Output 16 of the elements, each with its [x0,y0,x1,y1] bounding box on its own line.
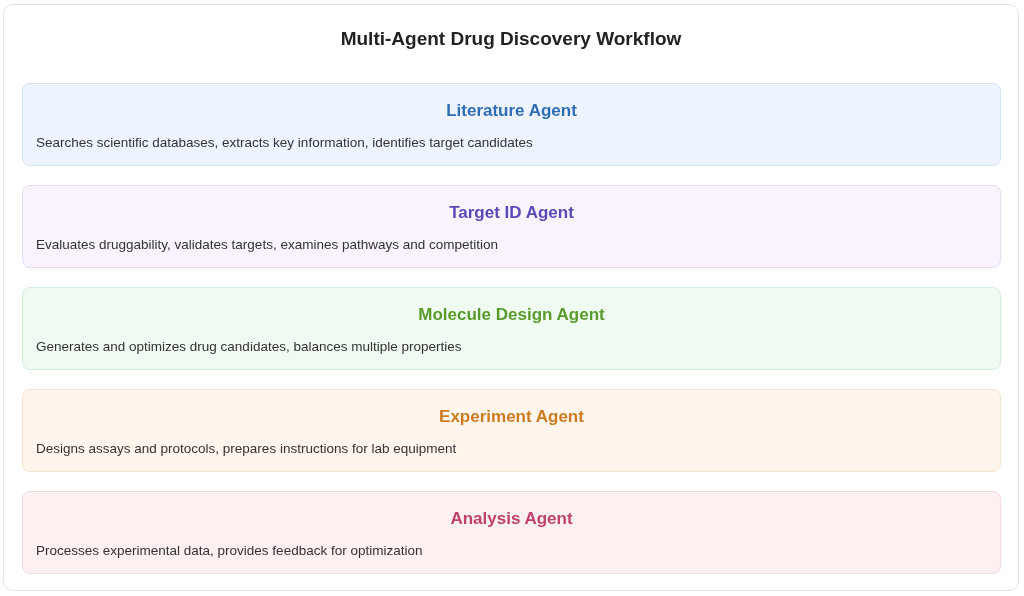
agent-title: Experiment Agent [438,407,585,427]
agent-card [22,389,1001,472]
agent-card [22,287,1001,370]
agent-description: Searches scientific databases, extracts key information, identifies target candidates [36,135,533,150]
agent-card [22,185,1001,268]
agent-title: Analysis Agent [449,509,574,529]
diagram-title: Multi-Agent Drug Discovery Workflow [339,28,683,50]
agent-description: Processes experimental data, provides feedback for optimization [36,543,423,558]
agent-title: Target ID Agent [448,203,575,223]
agent-description: Designs assays and protocols, prepares instructions for lab equipment [36,441,457,456]
agent-card [22,83,1001,166]
agent-title: Molecule Design Agent [417,305,606,325]
agent-description: Generates and optimizes drug candidates, balances multiple properties [36,339,462,354]
agent-title: Literature Agent [445,101,578,121]
agent-card [22,491,1001,574]
agent-description: Evaluates druggability, validates targets, examines pathways and competition [36,237,498,252]
